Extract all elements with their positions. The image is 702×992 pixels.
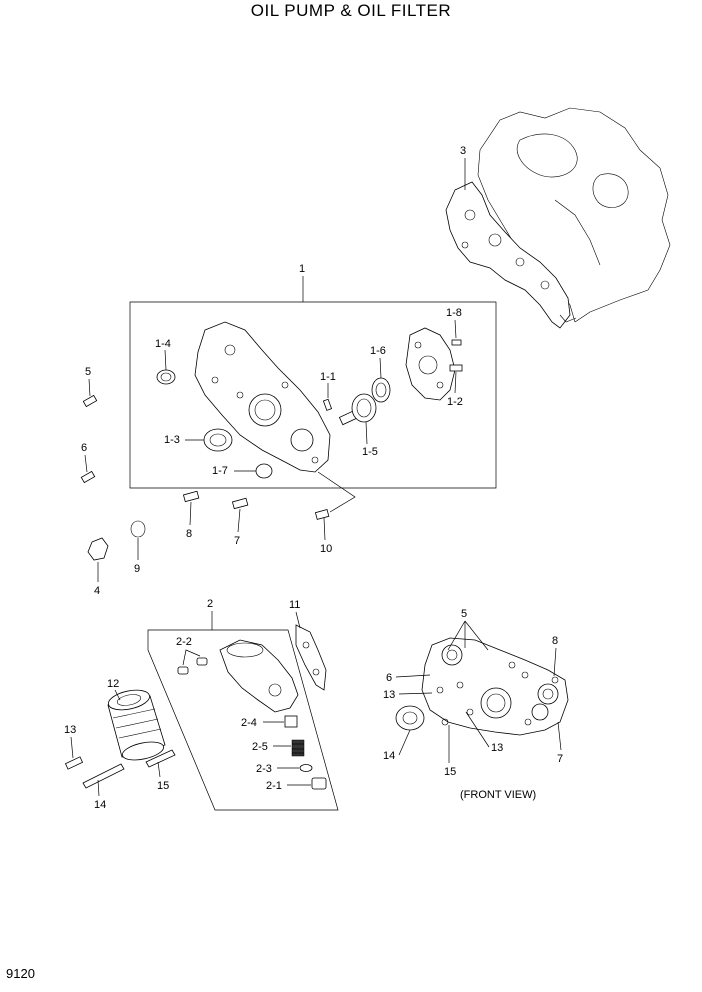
label-part-10: 10 — [320, 543, 332, 555]
label-part-3: 3 — [460, 145, 466, 157]
assembly-1-frame — [129, 301, 497, 489]
label-front-8: 8 — [552, 635, 558, 647]
assembly-2-frame — [147, 629, 339, 811]
label-part-9: 9 — [134, 563, 140, 575]
page-title: OIL PUMP & OIL FILTER — [250, 1, 452, 20]
label-part-5: 5 — [85, 366, 91, 378]
page-number: 9120 — [6, 966, 35, 981]
label-part-1-5: 1-5 — [362, 446, 378, 458]
label-part-1-6: 1-6 — [370, 345, 386, 357]
label-part-1-8: 1-8 — [446, 307, 462, 319]
label-part-13: 13 — [64, 724, 76, 736]
bracket-drawing — [295, 624, 327, 691]
label-part-1-7: 1-7 — [212, 465, 228, 477]
label-part-15: 15 — [157, 780, 169, 792]
label-front-14: 14 — [383, 750, 395, 762]
oil-pump-housing-drawing — [194, 321, 331, 473]
relief-spring-drawing — [291, 739, 305, 757]
oil-filter-drawing — [107, 689, 166, 761]
label-part-6: 6 — [81, 442, 87, 454]
label-part-14: 14 — [94, 799, 106, 811]
label-front-13b: 13 — [491, 742, 503, 754]
label-part-11: 11 — [289, 599, 300, 611]
oil-filter-head-drawing — [219, 639, 299, 713]
label-front-7: 7 — [557, 753, 563, 765]
label-part-8: 8 — [186, 528, 192, 540]
label-front-6: 6 — [386, 672, 392, 684]
drive-gear-shaft-drawing — [338, 393, 377, 426]
label-part-2-4: 2-4 — [241, 717, 257, 729]
label-front-5: 5 — [461, 608, 467, 620]
label-part-2-5: 2-5 — [252, 741, 268, 753]
label-part-1-4: 1-4 — [155, 338, 171, 350]
pump-cover-drawing — [405, 327, 456, 401]
label-part-2-1: 2-1 — [266, 780, 282, 792]
label-part-1: 1 — [299, 263, 305, 275]
label-part-12: 12 — [107, 678, 119, 690]
label-part-1-1: 1-1 — [320, 371, 336, 383]
label-part-7: 7 — [234, 535, 240, 547]
label-part-2-3: 2-3 — [256, 763, 272, 775]
label-part-1-3: 1-3 — [164, 434, 180, 446]
label-part-1-2: 1-2 — [447, 396, 463, 408]
front-view-drawing — [395, 637, 569, 736]
label-front-13a: 13 — [383, 689, 395, 701]
engine-block-drawing — [445, 107, 671, 329]
label-part-2-2: 2-2 — [176, 636, 192, 648]
label-part-2: 2 — [207, 598, 213, 610]
label-front-15: 15 — [444, 766, 456, 778]
front-view-caption: (FRONT VIEW) — [460, 789, 536, 801]
label-part-4: 4 — [94, 585, 100, 597]
